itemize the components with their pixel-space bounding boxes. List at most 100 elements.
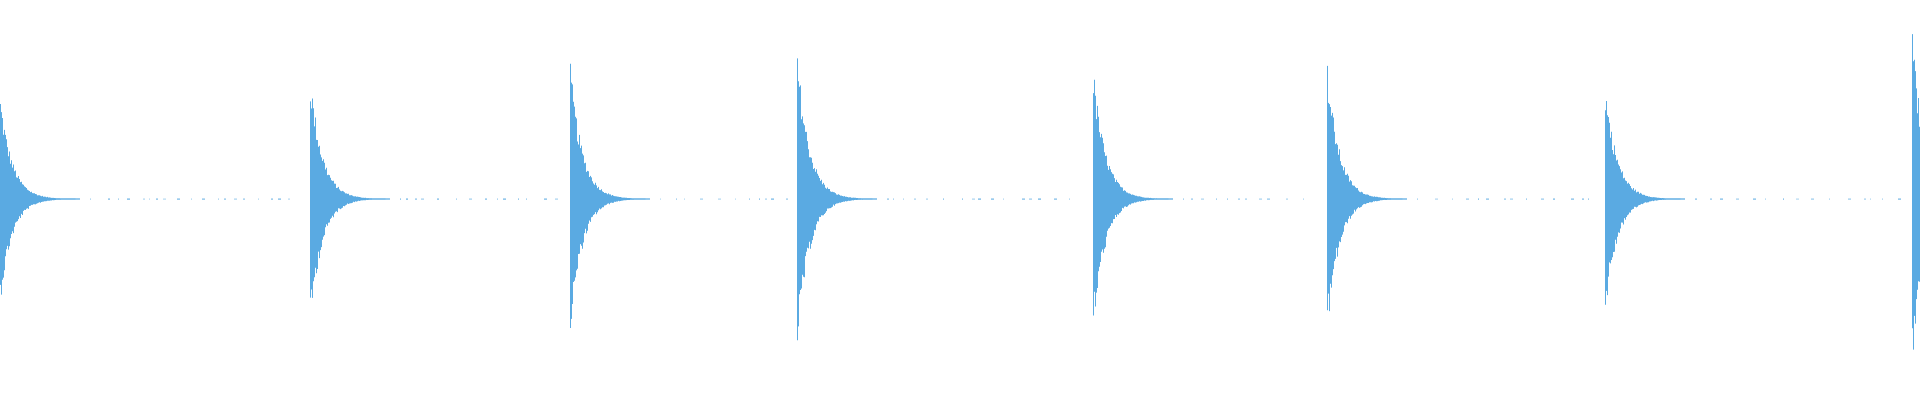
residue-dot: [1829, 198, 1830, 200]
residue-dot: [497, 198, 498, 200]
residue-dot: [926, 198, 928, 200]
waveform-transient: [1605, 101, 1685, 305]
residue-dot: [1526, 198, 1527, 200]
residue-dot: [1710, 198, 1712, 200]
residue-dot: [421, 198, 424, 200]
residue-dot: [1783, 198, 1784, 200]
residue-dot: [1452, 198, 1453, 200]
residue-dot: [1466, 198, 1469, 200]
residue-dot: [544, 198, 547, 200]
residue-dot: [1541, 198, 1544, 200]
residue-dot: [1191, 198, 1193, 200]
residue-dot: [1069, 198, 1070, 200]
residue-dot: [149, 198, 150, 200]
waveform-transient: [1327, 65, 1407, 312]
waveform-transient: [0, 104, 80, 295]
residue-dot: [893, 198, 894, 200]
residue-dot: [177, 198, 180, 200]
waveform-residue: [90, 198, 1901, 200]
residue-dot: [786, 198, 788, 200]
residue-dot: [224, 198, 226, 200]
waveform-layer: [0, 34, 1920, 350]
residue-dot: [400, 198, 401, 200]
residue-dot: [469, 198, 472, 200]
residue-dot: [1571, 198, 1574, 200]
residue-dot: [1695, 198, 1697, 200]
residue-dot: [1898, 198, 1901, 200]
residue-dot: [991, 198, 994, 200]
residue-dot: [1029, 198, 1032, 200]
residue-dot: [1267, 198, 1270, 200]
residue-dot: [1038, 198, 1041, 200]
residue-dot: [1753, 198, 1756, 200]
residue-dot: [1848, 198, 1851, 200]
waveform-transient: [310, 98, 390, 298]
residue-dot: [1417, 198, 1418, 200]
residue-dot: [962, 198, 963, 200]
residue-dot: [676, 198, 677, 200]
residue-dot: [1435, 198, 1438, 200]
residue-dot: [1870, 198, 1871, 200]
residue-dot: [271, 198, 273, 200]
residue-dot: [765, 198, 767, 200]
residue-dot: [1201, 198, 1204, 200]
residue-dot: [972, 198, 975, 200]
residue-dot: [887, 198, 889, 200]
residue-dot: [288, 198, 290, 200]
residue-dot: [118, 198, 119, 200]
residue-dot: [1582, 198, 1584, 200]
residue-dot: [1245, 198, 1247, 200]
residue-dot: [437, 198, 439, 200]
residue-dot: [1588, 198, 1589, 200]
residue-dot: [415, 198, 417, 200]
residue-dot: [503, 198, 506, 200]
residue-dot: [1736, 198, 1739, 200]
residue-dot: [749, 198, 750, 200]
residue-dot: [406, 198, 408, 200]
residue-dot: [1864, 198, 1866, 200]
residue-dot: [163, 198, 166, 200]
residue-dot: [1720, 198, 1723, 200]
residue-dot: [156, 198, 158, 200]
residue-dot: [258, 198, 259, 200]
residue-dot: [108, 198, 110, 200]
residue-dot: [1054, 198, 1057, 200]
residue-dot: [234, 198, 237, 200]
waveform-transient: [797, 58, 877, 341]
residue-dot: [1183, 198, 1184, 200]
transient-envelope: [1605, 101, 1685, 305]
residue-dot: [914, 198, 916, 200]
residue-dot: [456, 198, 457, 200]
residue-dot: [1286, 198, 1288, 200]
residue-dot: [903, 198, 904, 200]
residue-dot: [1811, 198, 1814, 200]
residue-dot: [1486, 198, 1489, 200]
residue-dot: [660, 198, 661, 200]
transient-envelope: [1327, 65, 1407, 312]
transient-envelope: [1912, 34, 1920, 350]
transient-envelope: [570, 63, 650, 328]
residue-dot: [202, 198, 205, 200]
residue-dot: [943, 198, 944, 200]
residue-dot: [735, 198, 736, 200]
residue-dot: [90, 198, 91, 200]
waveform-transient: [1912, 34, 1920, 350]
residue-dot: [518, 198, 519, 200]
residue-dot: [1003, 198, 1004, 200]
residue-dot: [718, 198, 721, 200]
residue-dot: [218, 198, 219, 200]
residue-dot: [1259, 198, 1262, 200]
residue-dot: [1227, 198, 1228, 200]
residue-dot: [1216, 198, 1217, 200]
residue-dot: [485, 198, 487, 200]
residue-dot: [771, 198, 774, 200]
residue-dot: [555, 198, 558, 200]
residue-dot: [1303, 198, 1304, 200]
residue-dot: [1796, 198, 1799, 200]
residue-dot: [1238, 198, 1240, 200]
residue-dot: [278, 198, 281, 200]
residue-dot: [1478, 198, 1479, 200]
residue-dot: [1765, 198, 1766, 200]
